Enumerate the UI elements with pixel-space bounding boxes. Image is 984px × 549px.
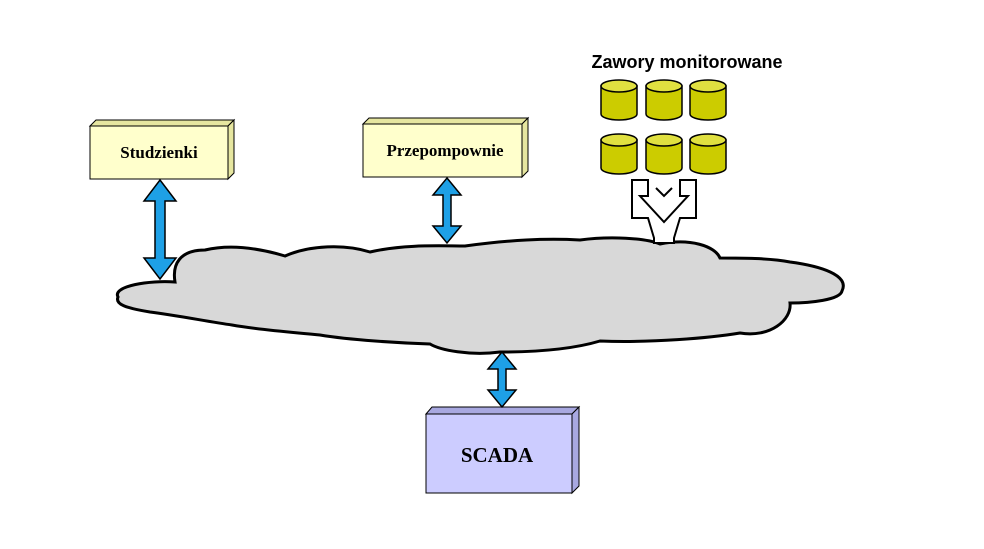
valve-cylinder-body (600, 85, 638, 121)
valve-cylinder-1 (600, 79, 638, 121)
przepompownie-box (362, 123, 523, 178)
valve-cylinder-2 (645, 79, 683, 121)
valve-cylinder-top (645, 79, 683, 93)
przepompownie-node: Przepompownie (361, 116, 530, 179)
scada-box-side (571, 405, 580, 495)
network-cloud (116, 236, 845, 355)
valve-cylinder-body (600, 139, 638, 175)
studzienki-box-side (227, 118, 235, 181)
network-scada-arrow (486, 350, 518, 409)
valve-cylinder-top (600, 79, 638, 93)
studzienki-network-arrow (142, 178, 178, 281)
scada-node: SCADA (424, 405, 581, 495)
valve-cylinders (600, 79, 727, 175)
przepompownie-box-top (361, 117, 530, 125)
valve-cylinder-body (689, 85, 727, 121)
valve-cylinder-body (689, 139, 727, 175)
przepompownie-label: Przepompownie (386, 141, 504, 160)
valve-cylinder-body (645, 139, 683, 175)
valve-cylinder-top (645, 133, 683, 147)
studzienki-label: Studzienki (120, 143, 198, 162)
valve-cylinder-5 (645, 133, 683, 175)
valve-cylinder-6 (689, 133, 727, 175)
scada-box-top (424, 406, 581, 415)
valves-merge-arrow (631, 179, 697, 244)
valve-cylinder-top (689, 79, 727, 93)
studzienki-node: Studzienki (88, 118, 236, 181)
valve-cylinder-3 (689, 79, 727, 121)
valve-cylinder-4 (600, 133, 638, 175)
przepompownie-network-arrow (431, 176, 463, 245)
valve-cylinder-top (600, 133, 638, 147)
valves-merge-notch (655, 187, 673, 198)
studzienki-box (89, 125, 229, 180)
scada-box (425, 413, 573, 494)
przepompownie-box-side (521, 116, 529, 179)
scada-label: SCADA (461, 443, 534, 467)
studzienki-box-top (88, 119, 236, 127)
valve-cylinder-top (689, 133, 727, 147)
valves-title: Zawory monitorowane (591, 52, 782, 72)
valve-cylinder-body (645, 85, 683, 121)
